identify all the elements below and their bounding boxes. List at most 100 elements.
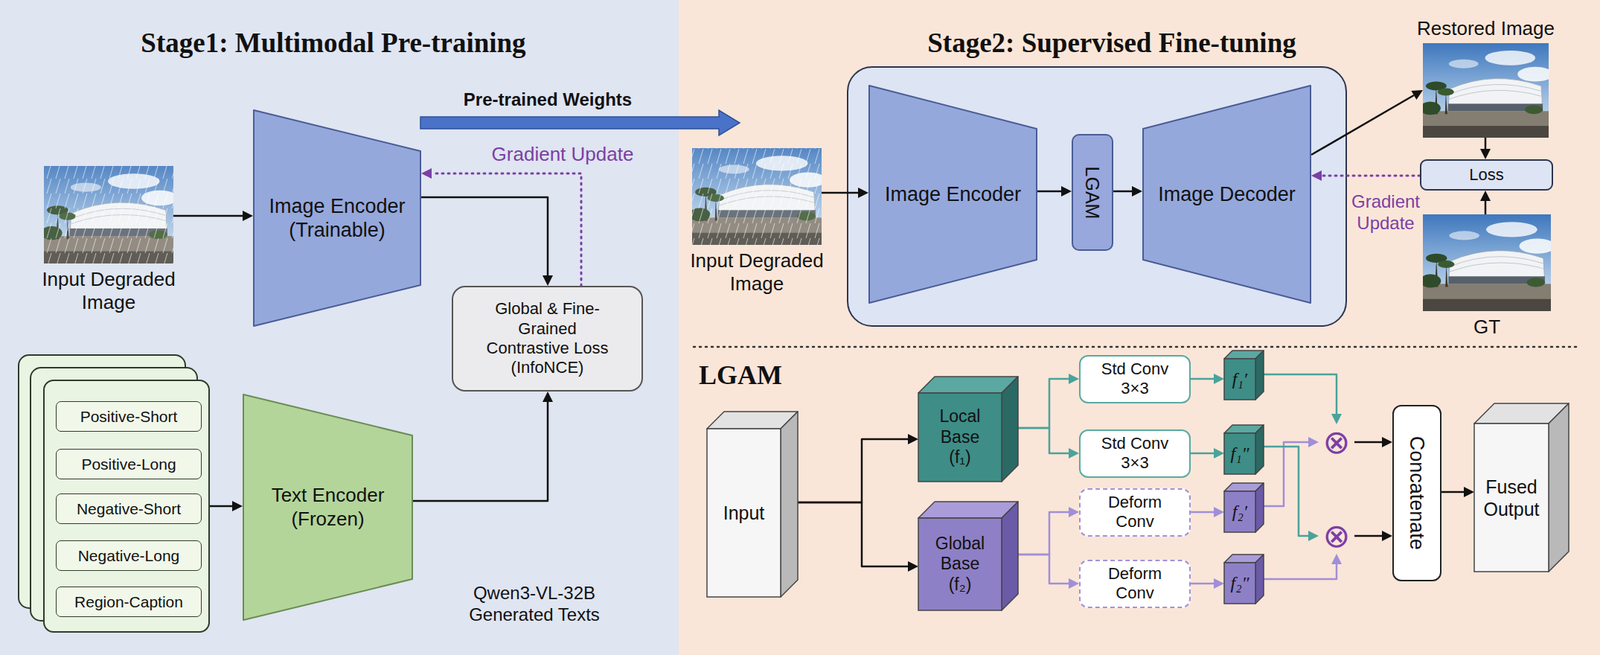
decoder-block: Image Decoder: [1142, 84, 1312, 304]
free-label: Qwen3-VL-32B Generated Texts: [459, 582, 609, 626]
cube-side: [780, 411, 798, 597]
connector-line: [1190, 452, 1214, 455]
feature-cube: Local Base (f₁): [918, 376, 1019, 482]
cube-side: [1255, 482, 1264, 533]
block-outline: [869, 85, 1037, 303]
node-label: Image Encoder: [884, 182, 1022, 207]
connector-line: [1190, 511, 1214, 514]
node-label: Deform Conv: [1093, 564, 1176, 604]
cube-face: f₁′: [1224, 358, 1256, 400]
conv-box: Std Conv 3×3: [1079, 429, 1191, 478]
cube-side: [1001, 376, 1019, 482]
text-prompt-pill: Negative-Short: [55, 493, 202, 524]
cube-face: f₂″: [1224, 562, 1256, 604]
image-thumbnail: GT: [1422, 214, 1551, 312]
edge-label: Gradient Update: [491, 142, 635, 166]
cube-side: [1255, 554, 1264, 604]
stage-title: Stage2: Supervised Fine-tuning: [927, 26, 1296, 60]
node-label: LGAM: [1081, 165, 1104, 219]
feature-cube: f₁′: [1224, 350, 1264, 400]
cube-face: Global Base (f₂): [918, 517, 1002, 611]
node-label: Local Base (f₁): [929, 406, 991, 469]
feature-cube: f₂″: [1224, 554, 1264, 604]
connector-line: [1190, 582, 1214, 585]
conv-box: Deform Conv: [1079, 488, 1191, 537]
loss-box: Global & Fine-Grained Contrastive Loss (…: [451, 285, 643, 392]
connector-line: [1190, 378, 1214, 381]
cube-side: [1548, 403, 1569, 572]
image-caption: Restored Image: [1416, 17, 1555, 41]
connector-line: [1354, 535, 1382, 538]
cube-side: [1255, 350, 1264, 400]
cube-face: f₁″: [1224, 433, 1256, 475]
image-thumbnail: Input Degraded Image: [43, 165, 174, 264]
node-label: Text Encoder (Frozen): [258, 483, 397, 530]
cube-front: [1224, 491, 1256, 533]
image-caption: GT: [1473, 315, 1501, 339]
encoder-block: Image Encoder (Trainable): [253, 109, 422, 327]
node-label: f₁′: [1232, 368, 1248, 390]
node-label: Positive-Short: [80, 407, 178, 426]
stage-panel: Stage2: Supervised Fine-tuningInput Degr…: [678, 0, 1600, 655]
feature-cube: Input: [706, 411, 798, 597]
cube-front: [918, 517, 1002, 611]
block-outline: [1143, 85, 1311, 303]
connector-line: [173, 215, 243, 218]
image-thumbnail: Restored Image: [1422, 43, 1549, 138]
node-label: Concatenate: [1405, 436, 1429, 550]
node-label: Global Base (f₂): [929, 533, 991, 596]
cube-side: [1001, 501, 1019, 611]
encoder-block: Image Encoder: [868, 84, 1038, 304]
model-container: Image Encoder LGAM Image Decoder: [846, 66, 1347, 327]
node-label: Fused Output: [1476, 475, 1548, 521]
connector-line: [1484, 200, 1487, 215]
image-thumbnail: Input Degraded Image: [692, 148, 822, 245]
cube-front: [1224, 358, 1256, 400]
cube-face: f₂′: [1224, 491, 1256, 533]
concat-box: Concatenate: [1392, 404, 1442, 582]
node-label: Positive-Long: [81, 454, 176, 474]
cube-front: [706, 428, 781, 597]
text-prompt-pill: Positive-Short: [55, 401, 202, 432]
node-label: f₂′: [1232, 500, 1248, 523]
connector-line: [821, 192, 859, 195]
connector-line: [209, 505, 233, 508]
text-prompt-pill: Negative-Long: [55, 540, 202, 571]
free-label: LGAM: [698, 359, 783, 392]
connector-line: [1037, 190, 1062, 193]
conv-box: Std Conv 3×3: [1079, 354, 1191, 404]
loss-box: Loss: [1419, 159, 1554, 191]
cube-front: [1224, 433, 1256, 475]
stage-title: Stage1: Multimodal Pre-training: [140, 26, 526, 60]
conv-box: Deform Conv: [1079, 559, 1191, 608]
cube-top: [918, 376, 1019, 393]
node-label: Image Decoder: [1157, 182, 1296, 207]
node-label: Std Conv 3×3: [1093, 359, 1176, 399]
cube-face: Local Base (f₁): [918, 392, 1002, 482]
feature-cube: f₁″: [1224, 424, 1264, 475]
degraded-photo: [689, 148, 827, 245]
node-label: Negative-Short: [76, 499, 181, 518]
node-label: Input: [723, 501, 766, 524]
connector-line: [1354, 441, 1382, 444]
free-label: Pre-trained Weights: [463, 89, 632, 111]
block-outline: [243, 394, 413, 620]
node-label: Global & Fine-Grained Contrastive Loss (…: [477, 299, 619, 379]
cube-top: [918, 501, 1019, 518]
node-label: Region-Caption: [74, 592, 184, 611]
multiply-symbol: ⊗: [1318, 424, 1355, 460]
connector-line: [1484, 137, 1487, 149]
module-box: LGAM: [1071, 133, 1114, 251]
node-label: ⊗: [1323, 425, 1351, 459]
node-label: Loss: [1469, 165, 1504, 185]
node-label: Std Conv 3×3: [1093, 433, 1176, 474]
multiply-symbol: ⊗: [1318, 517, 1355, 554]
feature-cube: Fused Output: [1474, 403, 1569, 572]
connector-line: [1113, 190, 1132, 193]
cube-face: Input: [706, 428, 781, 597]
connector-line: [1441, 491, 1464, 494]
ground-truth-photo: [1419, 214, 1556, 312]
text-prompt-pill: Positive-Long: [55, 448, 202, 480]
degraded-photo: [40, 165, 178, 264]
